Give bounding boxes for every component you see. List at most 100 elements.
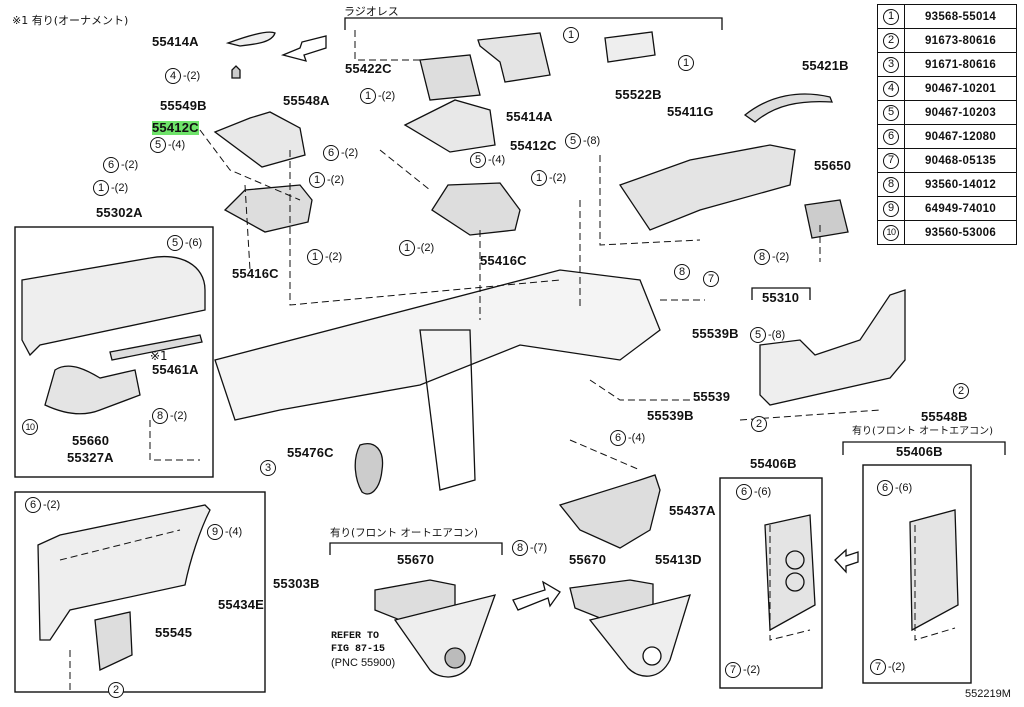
legend-part-number[interactable]: 90467-10203	[904, 100, 1017, 125]
part-label-55414a[interactable]: 55414A	[506, 109, 553, 124]
circled-number-icon: 6	[323, 145, 339, 161]
callout-quantity: -(4)	[168, 139, 186, 151]
fastener-callout[interactable]: 1	[678, 55, 694, 71]
fastener-callout[interactable]: 8-(2)	[152, 408, 187, 424]
box-55406b-left	[719, 477, 823, 689]
fastener-callout[interactable]: 3	[260, 460, 276, 476]
part-label-55670[interactable]: 55670	[397, 552, 435, 567]
fastener-callout[interactable]: 8-(2)	[754, 249, 789, 265]
circled-number-icon: 3	[883, 56, 899, 73]
circled-number-icon: 8	[674, 264, 690, 280]
legend-part-number[interactable]: 91673-80616	[904, 28, 1017, 53]
part-label-55461a[interactable]: 55461A	[152, 362, 199, 377]
trim-55421b-drawing	[743, 93, 833, 123]
part-label-55416c[interactable]: 55416C	[232, 266, 279, 281]
fastener-callout[interactable]: 6-(2)	[25, 497, 60, 513]
part-label-55406b[interactable]: 55406B	[896, 444, 943, 459]
circled-number-icon: 4	[883, 80, 899, 97]
part-label-55406b[interactable]: 55406B	[750, 456, 797, 471]
fastener-callout[interactable]: 6-(2)	[323, 145, 358, 161]
bezel-left-drawing	[393, 594, 497, 678]
part-label-55522b[interactable]: 55522B	[615, 87, 662, 102]
circled-number-icon: 1	[360, 88, 376, 104]
fastener-callout[interactable]: 1	[563, 27, 579, 43]
legend-part-number[interactable]: 91671-80616	[904, 52, 1017, 77]
part-label-55549b[interactable]: 55549B	[160, 98, 207, 113]
fastener-callout[interactable]: 1-(2)	[399, 240, 434, 256]
fastener-callout[interactable]: 8-(7)	[512, 540, 547, 556]
part-label-55416c[interactable]: 55416C	[480, 253, 527, 268]
part-label-55303b[interactable]: 55303B	[273, 576, 320, 591]
part-label-55539[interactable]: 55539	[693, 389, 731, 404]
fastener-callout[interactable]: 1-(2)	[309, 172, 344, 188]
fastener-callout[interactable]: 5-(8)	[565, 133, 600, 149]
circled-number-icon: 8	[754, 249, 770, 265]
fastener-callout[interactable]: 1-(2)	[93, 180, 128, 196]
part-label-55412c-highlighted[interactable]: 55412C	[152, 120, 199, 135]
part-label-55422c[interactable]: 55422C	[345, 61, 392, 76]
fastener-callout[interactable]: 6-(2)	[103, 157, 138, 173]
direction-arrow	[280, 35, 327, 62]
part-label-55539b[interactable]: 55539B	[647, 408, 694, 423]
fastener-callout[interactable]: 6-(4)	[610, 430, 645, 446]
fastener-callout[interactable]: 1-(2)	[307, 249, 342, 265]
part-label-55545[interactable]: 55545	[155, 625, 193, 640]
fastener-callout[interactable]: 6-(6)	[736, 484, 771, 500]
part-label-55412c[interactable]: 55412C	[510, 138, 557, 153]
fastener-callout[interactable]: 7-(2)	[725, 662, 760, 678]
fastener-callout[interactable]: 5-(8)	[750, 327, 785, 343]
fastener-callout[interactable]: 7-(2)	[870, 659, 905, 675]
circled-number-icon: 1	[307, 249, 323, 265]
part-label-55548a[interactable]: 55548A	[283, 93, 330, 108]
part-label-55437a[interactable]: 55437A	[669, 503, 716, 518]
part-label-55411g[interactable]: 55411G	[667, 104, 714, 119]
legend-part-number[interactable]: 64949-74010	[904, 196, 1017, 221]
fastener-callout[interactable]: 9-(4)	[207, 524, 242, 540]
callout-quantity: -(2)	[43, 499, 61, 511]
part-label-55413d[interactable]: 55413D	[655, 552, 702, 567]
fastener-callout[interactable]: 1-(2)	[531, 170, 566, 186]
part-label-55670[interactable]: 55670	[569, 552, 607, 567]
part-label-55434e[interactable]: 55434E	[218, 597, 265, 612]
part-label-55650[interactable]: 55650	[814, 158, 852, 173]
callout-quantity: -(2)	[378, 90, 396, 102]
legend-part-number[interactable]: 93560-53006	[904, 220, 1017, 245]
cover-55412c-left-drawing	[213, 111, 306, 168]
fastener-callout[interactable]: 6-(6)	[877, 480, 912, 496]
callout-quantity: -(8)	[583, 135, 601, 147]
fastener-callout[interactable]: 1-(2)	[360, 88, 395, 104]
fastener-callout[interactable]: 10	[22, 419, 38, 435]
circled-number-icon: 5	[150, 137, 166, 153]
part-label-55660[interactable]: 55660	[72, 433, 110, 448]
legend-part-number[interactable]: 93560-14012	[904, 172, 1017, 197]
fastener-callout[interactable]: 2	[751, 416, 767, 432]
legend-part-number[interactable]: 90467-10201	[904, 76, 1017, 101]
part-label-55548b[interactable]: 55548B	[921, 409, 968, 424]
legend-part-number[interactable]: 90467-12080	[904, 124, 1017, 149]
fastener-callout[interactable]: 7	[703, 271, 719, 287]
part-label-55476c[interactable]: 55476C	[287, 445, 334, 460]
fastener-callout[interactable]: 5-(4)	[470, 152, 505, 168]
fastener-callout[interactable]: 8	[674, 264, 690, 280]
callout-quantity: -(8)	[768, 329, 786, 341]
cluster-55411g-drawing	[618, 144, 796, 231]
part-label-55327a[interactable]: 55327A	[67, 450, 114, 465]
fastener-callout[interactable]: 2	[108, 682, 124, 698]
fastener-callout[interactable]: 4-(2)	[165, 68, 200, 84]
legend-part-number[interactable]: 93568-55014	[904, 4, 1017, 29]
fastener-callout[interactable]: 5-(6)	[167, 235, 202, 251]
fastener-callout[interactable]: 2	[953, 383, 969, 399]
part-label-55539b[interactable]: 55539B	[692, 326, 739, 341]
fastener-callout[interactable]: 5-(4)	[150, 137, 185, 153]
part-label-55421b[interactable]: 55421B	[802, 58, 849, 73]
circled-number-icon: 1	[678, 55, 694, 71]
circled-number-icon: 5	[565, 133, 581, 149]
callout-quantity: -(4)	[488, 154, 506, 166]
part-label-55414a[interactable]: 55414A	[152, 34, 199, 49]
legend-part-number[interactable]: 90468-05135	[904, 148, 1017, 173]
part-label-55302a[interactable]: 55302A	[96, 205, 143, 220]
part-label-55310[interactable]: 55310	[762, 290, 800, 305]
